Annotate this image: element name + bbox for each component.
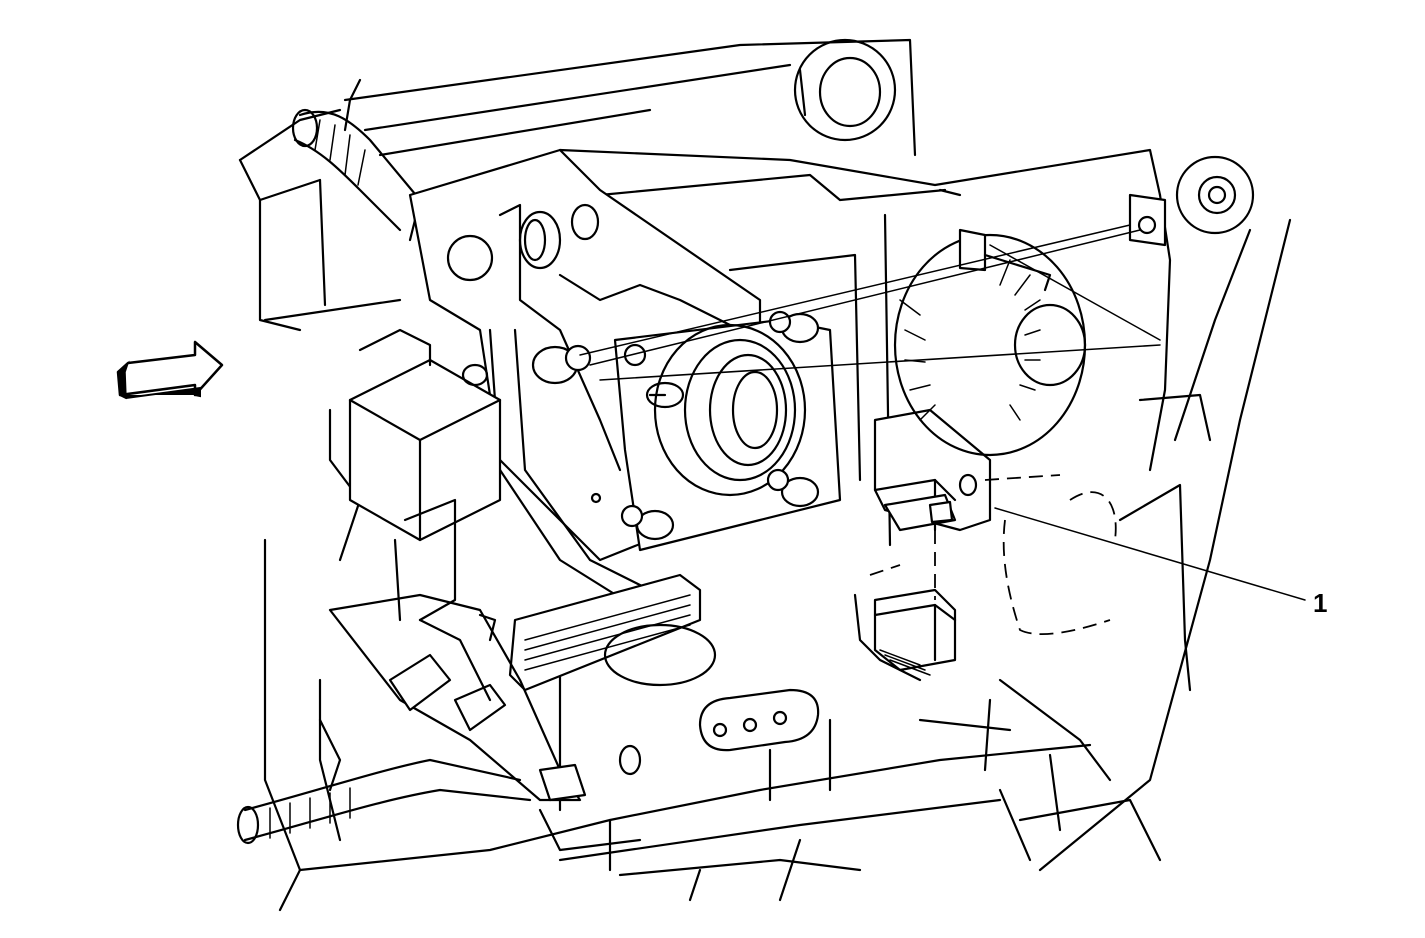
serrated-disc — [893, 233, 1087, 457]
switch-connector — [853, 588, 957, 682]
lower-bracket — [318, 618, 642, 872]
leader-lines — [579, 224, 1161, 481]
wiring-harness-upper — [291, 108, 422, 242]
grommet-top — [793, 38, 897, 142]
forward-arrow-icon — [116, 340, 224, 400]
callout-1-leader — [994, 507, 1306, 601]
brake-switch-module — [869, 408, 992, 600]
wiring-harness-lower — [236, 498, 587, 845]
oval-cover — [618, 688, 820, 776]
left-module — [348, 328, 502, 542]
grommet-right — [1175, 155, 1255, 235]
hanging-wire — [1002, 491, 1117, 636]
pedal-arm — [488, 328, 717, 692]
mounting-studs — [531, 310, 820, 541]
callout-1-label: 1 — [1313, 588, 1327, 618]
